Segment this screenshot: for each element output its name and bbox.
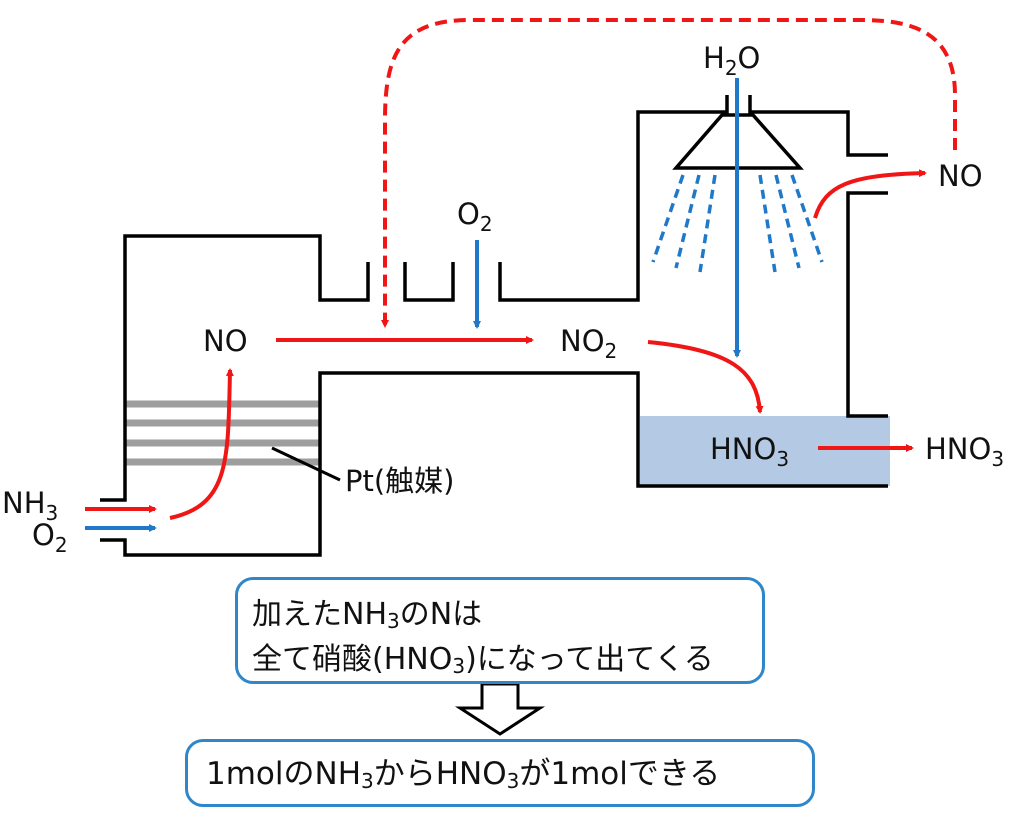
h2o-label: H2O	[703, 41, 760, 80]
nitrogen-conservation-note: 加えたNH3のNは 全て硝酸(HNO3)になって出てくる	[235, 577, 765, 684]
nh3-inlet-label: NH3	[2, 486, 58, 525]
note-line-2: 全て硝酸(HNO3)になって出てくる	[252, 642, 714, 678]
no2-to-hno3-arrow	[647, 340, 764, 414]
no-label-left: NO	[203, 324, 248, 358]
hno3-tank-label: HNO3	[710, 432, 789, 471]
no-label-right: NO	[938, 159, 983, 193]
no2-label: NO2	[560, 324, 617, 363]
catalyst-label: Pt(触媒)	[345, 464, 455, 498]
no-exhaust-arrow	[813, 169, 927, 219]
nitric-acid-liquid	[640, 416, 890, 486]
conclusion-line: 1molのNH3からHNO3が1molできる	[206, 756, 721, 793]
platinum-catalyst-gauze	[125, 400, 320, 466]
mole-ratio-conclusion: 1molのNH3からHNO3が1molできる	[185, 739, 815, 807]
o2-top-label: O2	[457, 197, 493, 236]
nh3-to-no-arrow	[169, 368, 234, 520]
down-arrow-icon	[454, 682, 546, 736]
note-line-1: 加えたNH3のNは	[252, 597, 483, 633]
hno3-outlet-label: HNO3	[925, 432, 1004, 471]
catalyst-leader-line	[271, 446, 341, 482]
no-recycle-dashed-arrow	[381, 18, 957, 328]
o2-inlet-label: O2	[32, 518, 68, 557]
water-spray	[651, 174, 824, 273]
